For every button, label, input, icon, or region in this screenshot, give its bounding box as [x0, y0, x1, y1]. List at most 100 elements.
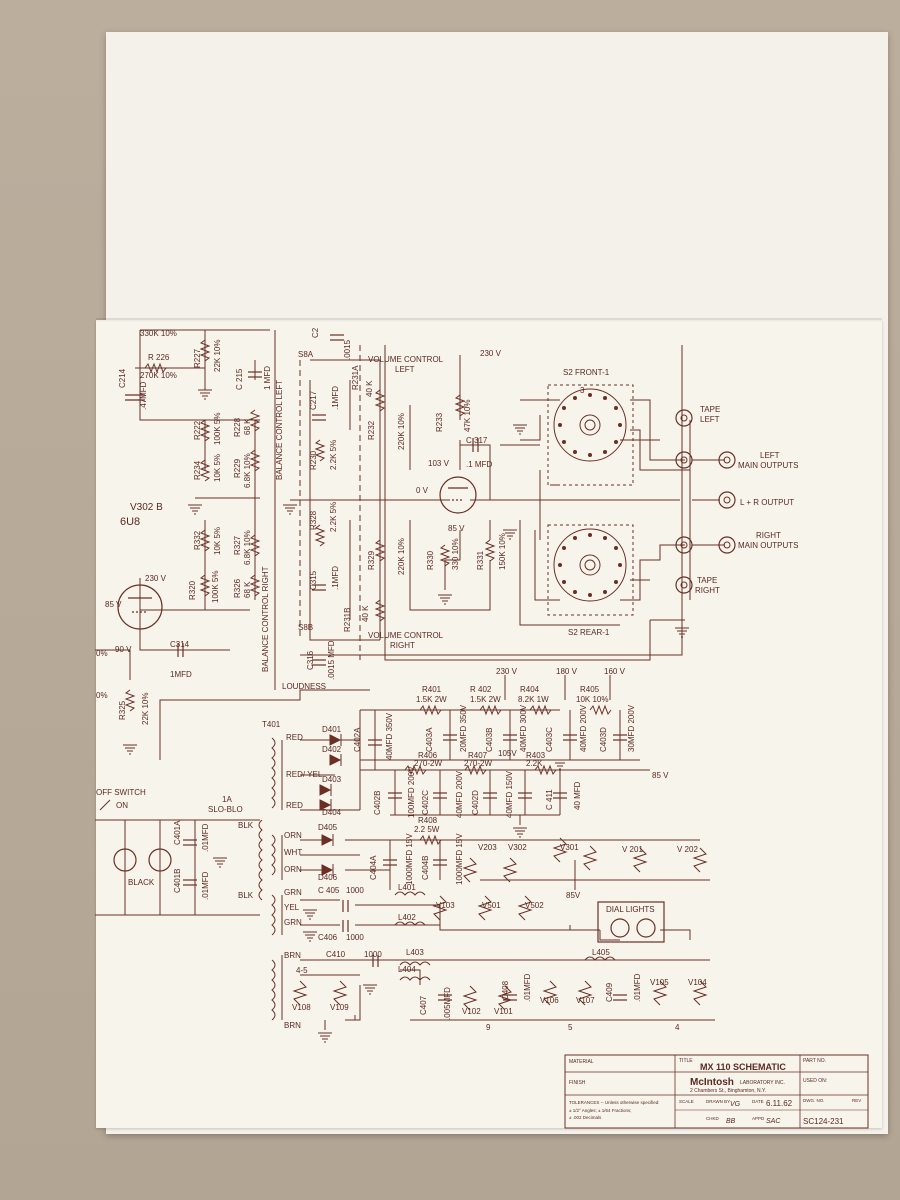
label-balance-right: BALANCE CONTROL RIGHT: [261, 566, 270, 672]
label-c402a: C402A: [353, 727, 362, 752]
label-r325: R325: [118, 700, 127, 720]
label-v502: V502: [525, 901, 544, 910]
tolerances-label: TOLERANCES -- Unless otherwise specified…: [569, 1100, 659, 1105]
label-c402d: C402D: [471, 790, 480, 815]
title-used-on: USED ON:: [803, 1078, 827, 1084]
label-tape-right-2: RIGHT: [695, 586, 720, 595]
label-c214: C214: [118, 368, 127, 388]
title-drawn-by-value: VG: [730, 1101, 741, 1108]
label-c401av: .01MFD: [201, 823, 210, 852]
label-c408v: .01MFD: [523, 973, 532, 1002]
label-lr-output: L + R OUTPUT: [740, 498, 794, 507]
label-v104: V104: [688, 978, 707, 987]
label-r330v: 330 10%: [451, 538, 460, 570]
label-volume-control-left: VOLUME CONTROL: [368, 355, 444, 364]
label-r325v: 22K 10%: [141, 693, 150, 725]
label-c404a: C404A: [369, 855, 378, 880]
label-r408: R408: [418, 816, 438, 825]
label-v302b: V302 B: [130, 502, 163, 513]
label-c402bv: 100MFD 200V: [407, 766, 416, 818]
label-d401: D401: [322, 725, 342, 734]
label-r405: R405: [580, 685, 600, 694]
label-c405: C 405: [318, 886, 340, 895]
output-jacks: [675, 409, 736, 594]
title-label: TITLE: [679, 1058, 693, 1064]
label-left-main-2: MAIN OUTPUTS: [738, 461, 798, 470]
label-d405: D405: [318, 823, 338, 832]
label-105v: 105V: [498, 749, 517, 758]
label-s8a: S8A: [298, 350, 314, 359]
label-230v-3: 230 V: [496, 667, 518, 676]
label-r332v: 10K 5%: [213, 527, 222, 555]
label-r233: R233: [435, 412, 444, 432]
resistors: [125, 339, 612, 845]
label-c410: C410: [326, 950, 346, 959]
label-volume-right-2: RIGHT: [390, 641, 415, 650]
label-c408: C408: [501, 980, 510, 1000]
label-on: ON: [116, 801, 128, 810]
label-right-main: RIGHT: [756, 531, 781, 540]
title-chkd: CHKD: [706, 1116, 720, 1121]
label-pin-12: 3: [580, 386, 585, 395]
label-85v-4: 85V: [566, 891, 581, 900]
label-l403: L403: [406, 948, 424, 957]
label-c402dv: 40MFD 150V: [505, 770, 514, 818]
label-r230: R230: [309, 450, 318, 470]
label-c402c: C402C: [421, 790, 430, 815]
label-c214v: .47MFD: [139, 381, 148, 410]
label-c317v: .1 MFD: [466, 460, 492, 469]
label-red-2: RED: [286, 801, 303, 810]
label-r232: R232: [367, 420, 376, 440]
title-date-value: 6.11.62: [766, 1099, 793, 1108]
label-r331: R331: [476, 550, 485, 570]
label-volume-control-right: VOLUME CONTROL: [368, 631, 444, 640]
label-v202: V 202: [677, 845, 698, 854]
label-230v: 230 V: [480, 349, 502, 358]
label-pin-9: 9: [486, 1023, 491, 1032]
label-slo-blo: SLO-BLO: [208, 805, 243, 814]
label-r40k-b: 40 K: [361, 605, 370, 622]
label-d406: D406: [318, 873, 338, 882]
label-c217v: .1MFD: [331, 386, 340, 410]
schematic-sheet: [96, 320, 882, 1128]
tolerances-angles: ± 1/2° Angles; ± 1/64 Fractions;: [569, 1108, 632, 1113]
label-r320: R320: [188, 580, 197, 600]
label-r401v: 1.5K 2W: [416, 695, 447, 704]
label-s2-rear: S2 REAR-1: [568, 628, 610, 637]
selector-switches: [299, 345, 634, 660]
company-name: McIntosh: [690, 1077, 734, 1088]
label-v107: V107: [576, 996, 595, 1005]
label-wht: WHT: [284, 848, 302, 857]
label-85v-3: 85 V: [652, 771, 669, 780]
label-r326: R326: [233, 578, 242, 598]
label-r232v: 220K 10%: [397, 413, 406, 450]
label-v102: V102: [462, 1007, 481, 1016]
pilot-lamps: [293, 837, 707, 1011]
label-v501: V501: [482, 901, 501, 910]
label-orn-2: ORN: [284, 865, 302, 874]
label-orn-1: ORN: [284, 831, 302, 840]
label-pct: 0%: [96, 649, 108, 658]
label-330k: 330K 10%: [140, 329, 177, 338]
label-r234: R234: [193, 460, 202, 480]
label-l405: L405: [592, 948, 610, 957]
label-v105b: V105: [650, 978, 669, 987]
label-blk-1: BLK: [238, 821, 254, 830]
label-r401: R401: [422, 685, 442, 694]
label-c411: C 411: [545, 789, 554, 810]
label-r328: R328: [309, 510, 318, 530]
title-dwg-no: DWG. NO.: [803, 1098, 825, 1103]
label-c403a: C403A: [425, 727, 434, 752]
label-pct-2: 0%: [96, 691, 108, 700]
label-volume-left-2: LEFT: [395, 365, 415, 374]
label-r229: R229: [233, 458, 242, 478]
label-c403dv: 30MFD 200V: [627, 704, 636, 752]
label-r327v: 6.8K 10%: [243, 530, 252, 565]
label-red-yel: RED/ YEL: [286, 770, 323, 779]
label-l401: L401: [398, 883, 416, 892]
label-c403cv: 40MFD 200V: [579, 704, 588, 752]
label-r229v: 6.8K 10%: [243, 453, 252, 488]
label-dial-lights: DIAL LIGHTS: [606, 905, 655, 914]
label-pin-4: 4: [675, 1023, 680, 1032]
label-r402: R 402: [470, 685, 492, 694]
